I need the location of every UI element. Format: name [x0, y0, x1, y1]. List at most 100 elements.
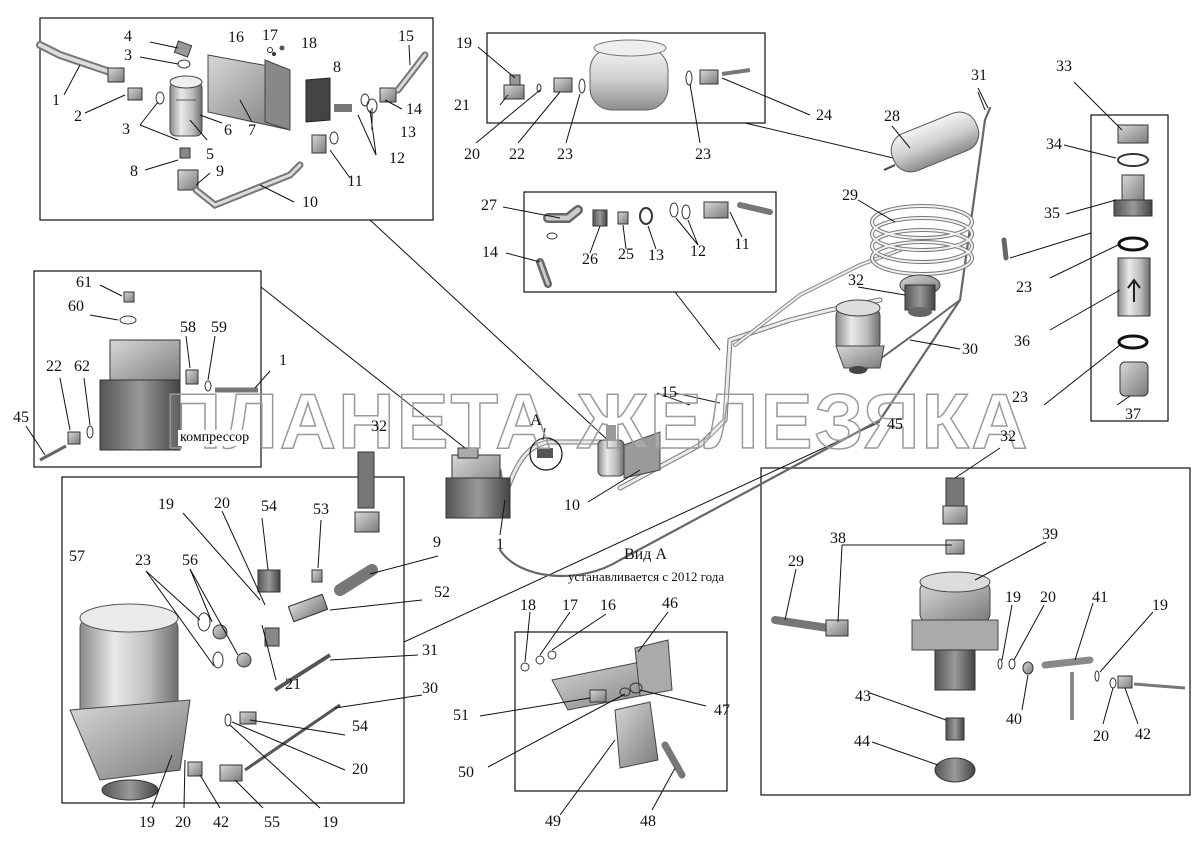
frame-view-a: [514, 631, 728, 792]
coiled-pipe-highlight: [871, 205, 973, 275]
callout-part-36: 36: [1014, 333, 1030, 350]
callout-part-20: 20: [352, 761, 368, 778]
callout-part-11: 11: [347, 173, 363, 190]
callout-part-60: 60: [68, 298, 84, 315]
callout-part-45: 45: [13, 409, 29, 426]
callout-part-19: 19: [1005, 589, 1021, 606]
callout-part-13: 13: [648, 247, 664, 264]
callout-part-32: 32: [371, 418, 387, 435]
callout-part-23: 23: [695, 146, 711, 163]
callout-part-1: 1: [52, 92, 60, 109]
coiled-pipe: [870, 204, 974, 276]
main-piping: [498, 106, 992, 578]
callout-part-19: 19: [139, 814, 155, 831]
callout-part-19: 19: [322, 814, 338, 831]
callout-part-20: 20: [214, 495, 230, 512]
callout-part-8: 8: [130, 163, 138, 180]
callout-part-61: 61: [76, 274, 92, 291]
callout-part-59: 59: [211, 319, 227, 336]
inset3-parts: [536, 201, 773, 288]
callout-part-22: 22: [46, 358, 62, 375]
inset6-bracket: [520, 639, 686, 779]
callout-part-33: 33: [1056, 58, 1072, 75]
callout-part-16: 16: [228, 29, 244, 46]
callout-part-30: 30: [962, 341, 978, 358]
dryer-main: [835, 299, 885, 374]
callout-part-2: 2: [74, 108, 82, 125]
frame-dryer-detail: [61, 476, 405, 804]
callout-part-42: 42: [213, 814, 229, 831]
callout-part-48: 48: [640, 813, 656, 830]
compressor-main: [445, 447, 511, 519]
callout-part-25: 25: [618, 246, 634, 263]
callout-part-8: 8: [333, 59, 341, 76]
callout-part-13: 13: [400, 124, 416, 141]
view-a-marker: А: [530, 412, 542, 429]
callout-part-18: 18: [520, 597, 536, 614]
callout-part-47: 47: [714, 702, 730, 719]
callout-part-19: 19: [158, 496, 174, 513]
callout-part-23: 23: [1016, 279, 1032, 296]
callout-part-28: 28: [884, 108, 900, 125]
callout-part-20: 20: [1040, 589, 1056, 606]
frame-compressor: [33, 270, 262, 468]
callout-part-31: 31: [971, 67, 987, 84]
inset-frames: [33, 17, 1191, 804]
callout-part-23: 23: [1012, 389, 1028, 406]
callout-part-44: 44: [854, 733, 870, 750]
callout-part-27: 27: [481, 197, 497, 214]
callout-part-38: 38: [830, 530, 846, 547]
frame-dryer-assembly: [39, 17, 434, 221]
callout-part-53: 53: [313, 501, 329, 518]
callout-part-15: 15: [661, 384, 677, 401]
inset2-parts: [503, 39, 751, 111]
callout-part-21: 21: [285, 676, 301, 693]
callout-part-3: 3: [124, 47, 132, 64]
connector-lines: [260, 122, 1092, 643]
callout-part-6: 6: [224, 122, 232, 139]
callout-part-34: 34: [1046, 136, 1062, 153]
callout-part-55: 55: [264, 814, 280, 831]
callout-part-17: 17: [562, 597, 578, 614]
view-a-caption: устанавливается с 2012 года: [568, 569, 725, 584]
callout-part-43: 43: [855, 688, 871, 705]
callout-part-12: 12: [389, 150, 405, 167]
view-a-marker-circle: [529, 437, 563, 471]
callout-part-54: 54: [352, 718, 368, 735]
callout-part-51: 51: [453, 707, 469, 724]
receiver-tank-small: [883, 111, 980, 173]
regulator-main: [899, 274, 941, 317]
callout-part-39: 39: [1042, 526, 1058, 543]
callout-part-19: 19: [1152, 597, 1168, 614]
callout-part-29: 29: [788, 553, 804, 570]
callout-part-32: 32: [848, 272, 864, 289]
callout-part-7: 7: [248, 122, 256, 139]
callout-part-14: 14: [406, 101, 422, 118]
callout-part-17: 17: [262, 27, 278, 44]
callout-part-52: 52: [434, 584, 450, 601]
callout-part-35: 35: [1044, 205, 1060, 222]
callout-part-20: 20: [464, 146, 480, 163]
inset1-parts: [36, 40, 429, 210]
inset7-regulator: [771, 477, 1186, 783]
callout-part-32: 32: [1000, 428, 1016, 445]
callout-part-56: 56: [182, 552, 198, 569]
callout-part-37: 37: [1125, 406, 1141, 423]
leader-lines: [25, 41, 1154, 816]
callout-part-50: 50: [458, 764, 474, 781]
callout-part-14: 14: [482, 244, 498, 261]
callout-part-23: 23: [557, 146, 573, 163]
callout-part-46: 46: [662, 595, 678, 612]
callout-part-21: 21: [454, 97, 470, 114]
callout-part-41: 41: [1092, 589, 1108, 606]
watermark-text: ПЛАНЕТА ЖЕЛЕЗЯКА: [164, 376, 1030, 466]
callout-part-23: 23: [135, 552, 151, 569]
callout-part-62: 62: [74, 358, 90, 375]
callout-part-24: 24: [816, 107, 832, 124]
inset4-compressor: [39, 291, 258, 462]
callout-part-40: 40: [1006, 711, 1022, 728]
view-a-title: Вид А: [624, 546, 667, 563]
callout-part-18: 18: [301, 35, 317, 52]
